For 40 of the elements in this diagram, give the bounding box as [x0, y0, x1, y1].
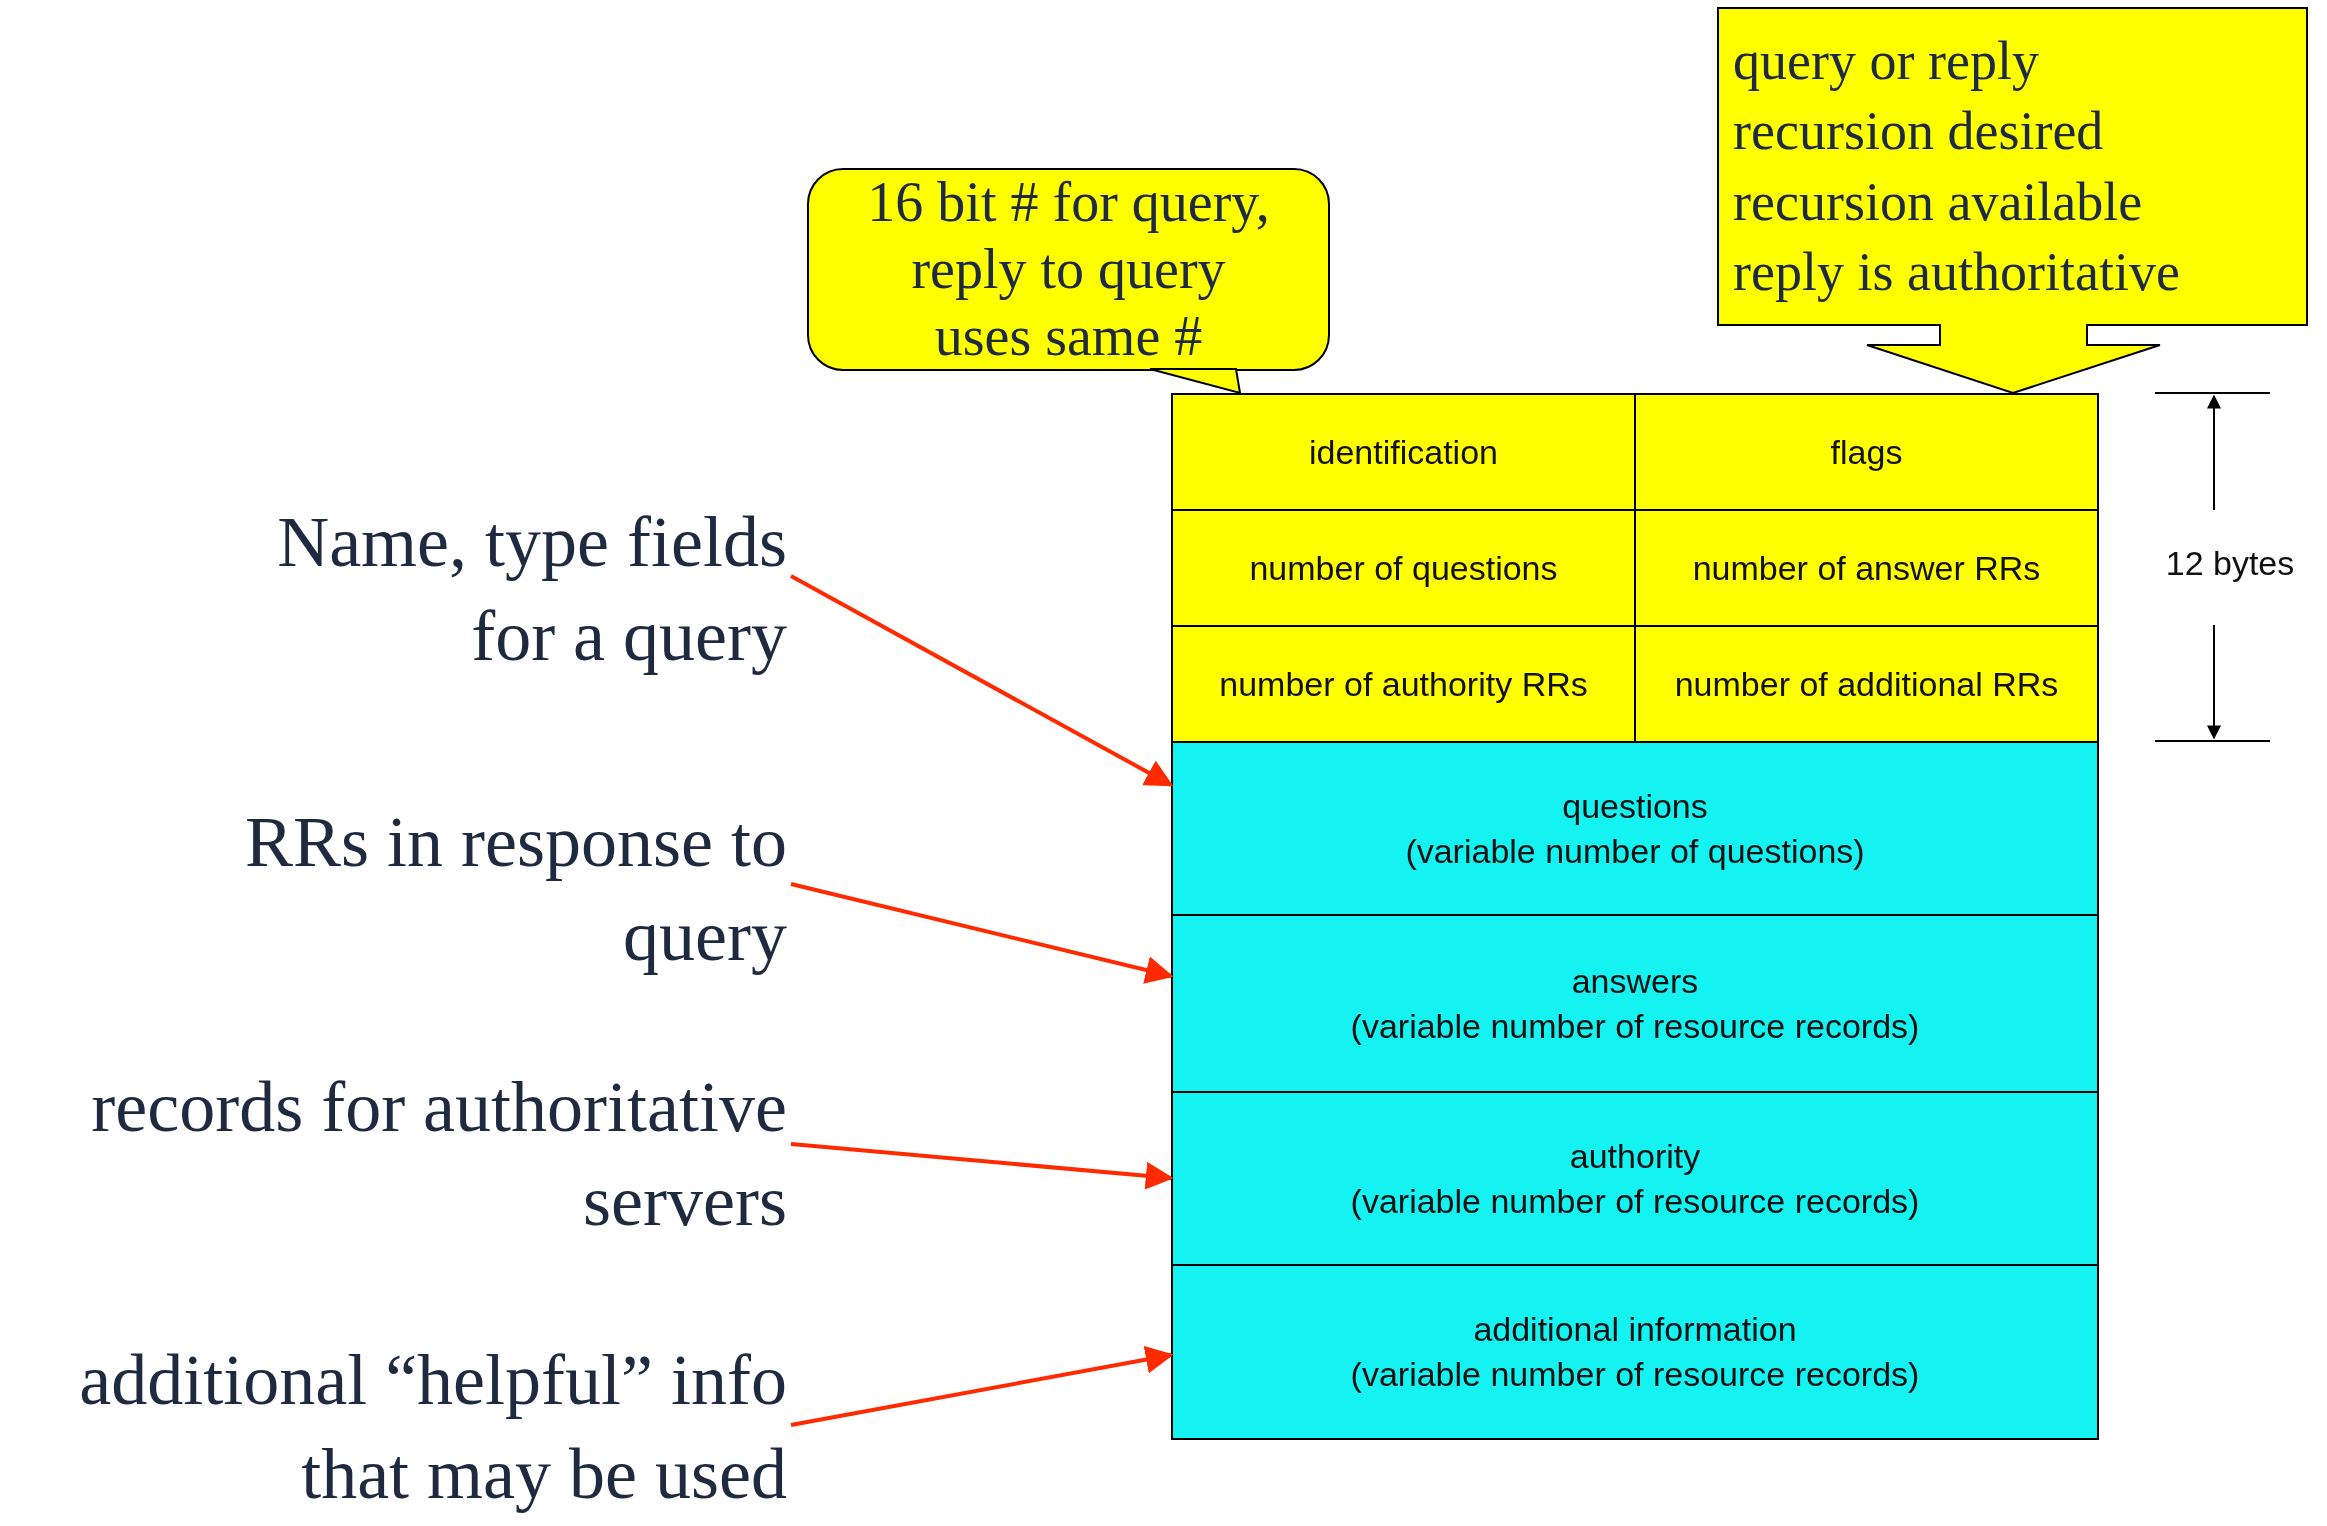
- section-title: additional information: [1473, 1310, 1797, 1349]
- message-section: [1171, 1264, 2099, 1440]
- flag-name: query or reply: [1733, 30, 2039, 94]
- field-name: number of answer RRs: [1692, 548, 2041, 588]
- section-title: answers: [1571, 961, 1699, 1001]
- message-section: [1171, 914, 2099, 1093]
- message-section: [1171, 1091, 2099, 1266]
- field-name: number of authority RRs: [1219, 664, 1588, 704]
- annotation-text: additional “helpful” info that may be used: [78, 1339, 787, 1516]
- field-name: flags: [1830, 432, 1903, 472]
- section-title: authority: [1569, 1136, 1701, 1176]
- field-name: number of additional RRs: [1674, 664, 2059, 704]
- annotation-text: Name, type fields for a query: [276, 501, 787, 678]
- section-description: (variable number of resource records): [1350, 1006, 1920, 1046]
- arrow: [790, 882, 1174, 984]
- header-field: [1634, 509, 2099, 627]
- section-description: (variable number of questions): [1405, 831, 1865, 871]
- flag-name: recursion available: [1733, 170, 2143, 234]
- section-description: (variable number of resource records): [1350, 1355, 1920, 1394]
- arrow: [790, 574, 1174, 787]
- flag-name: reply is authoritative: [1733, 240, 2180, 304]
- section-description: (variable number of resource records): [1350, 1181, 1920, 1221]
- header-field: [1171, 625, 1636, 743]
- header-field: [1634, 625, 2099, 743]
- header-field: [1634, 393, 2099, 511]
- field-name: identification: [1309, 432, 1498, 472]
- arrow: [790, 1142, 1174, 1190]
- field-name: 16 bit # for query, reply to query uses same #: [866, 169, 1271, 370]
- callout-bubble: [807, 168, 1330, 371]
- block-arrow: [1866, 323, 2161, 395]
- callout-pointer: [1149, 368, 1242, 395]
- annotation-text: records for authoritative servers: [90, 1066, 787, 1243]
- field-name: number of questions: [1249, 548, 1558, 588]
- callout-box: [1717, 7, 2308, 326]
- section-title: questions: [1562, 786, 1708, 826]
- message-section: [1171, 741, 2099, 916]
- header-field: [1171, 509, 1636, 627]
- flag-name: recursion desired: [1733, 100, 2104, 164]
- annotation-text: RRs in response to query: [244, 801, 787, 978]
- arrow: [790, 1345, 1174, 1427]
